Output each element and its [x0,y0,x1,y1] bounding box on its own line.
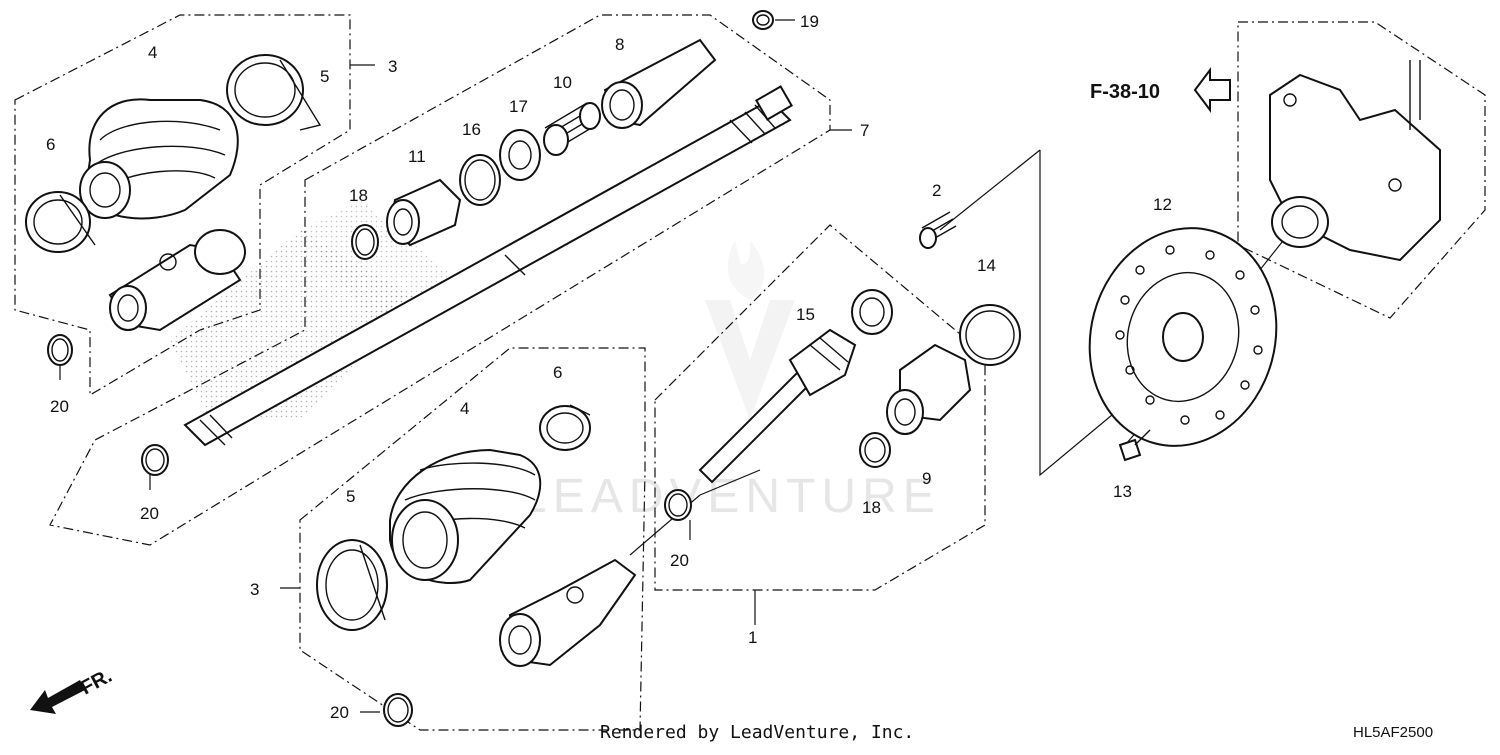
callout-4-upper[interactable]: 4 [148,43,157,62]
callout-13[interactable]: 13 [1113,482,1132,501]
shaft-assembly-box [49,14,831,546]
leader-line [1039,150,1131,477]
callout-5-lower[interactable]: 5 [346,487,355,506]
collar-15 [851,289,893,335]
bearing-17 [499,129,541,181]
watermark-logo [705,240,795,420]
boot-kit-box-upper [14,14,351,397]
callout-17[interactable]: 17 [509,97,528,116]
callout-10[interactable]: 10 [553,73,572,92]
callout-14[interactable]: 14 [977,256,996,275]
outer-boot-lower [389,448,542,585]
cv-joint-lower [499,558,637,667]
leader-line [699,469,761,496]
inner-joint-box [654,224,986,591]
callout-16[interactable]: 16 [462,120,481,139]
callout-7[interactable]: 7 [860,121,869,140]
callout-4-lower[interactable]: 4 [460,399,469,418]
callout-20-c[interactable]: 20 [670,551,689,570]
ring-20-a [47,334,73,366]
boot-band-lower-small [539,404,591,451]
callout-2[interactable]: 2 [932,181,941,200]
boot-band-upper-large [226,54,322,131]
boot-band-upper-small [25,191,96,253]
boot-8 [601,38,717,129]
callout-8[interactable]: 8 [615,35,624,54]
reference-label[interactable]: F-38-10 [1090,81,1160,103]
boot-kit-box-lower [299,347,646,731]
callout-18-upper[interactable]: 18 [349,186,368,205]
callout-3-lower[interactable]: 3 [250,580,259,599]
callout-12[interactable]: 12 [1153,195,1172,214]
leader-line [939,149,1041,231]
callout-numbers: 1 2 3 3 4 4 5 5 6 6 7 8 9 10 11 12 13 14… [46,12,1172,722]
footer-credit: Rendered by LeadVenture, Inc. [600,722,914,743]
callout-1[interactable]: 1 [748,628,757,647]
o-ring-14 [959,304,1021,366]
callout-9[interactable]: 9 [922,469,931,488]
reference-arrow-icon [1193,67,1231,113]
ring-20-c [664,489,692,521]
front-marker-label: FR. [77,665,116,700]
front-direction-marker: FR. [30,665,116,714]
callout-15[interactable]: 15 [796,305,815,324]
o-ring-16 [459,154,501,206]
callout-6-upper[interactable]: 6 [46,135,55,154]
front-arrow-icon [30,680,85,714]
callout-11[interactable]: 11 [408,147,426,166]
callout-6-lower[interactable]: 6 [553,363,562,382]
outer-boot-upper [79,98,239,220]
clip-18-lower [859,432,891,468]
clip-18-upper [351,224,379,260]
diagram-code: HL5AF2500 [1353,724,1433,741]
callout-19[interactable]: 19 [800,12,819,31]
cv-joint-upper [108,229,246,332]
inner-shaft-1 [698,328,857,484]
joint-11 [386,178,462,247]
ring-20-d [383,693,413,727]
drive-shaft [183,85,793,447]
ring-19 [752,10,774,30]
spring-10 [543,102,601,156]
brake-disc-12 [1088,227,1278,447]
knuckle-box [1237,21,1486,319]
spring-2 [919,211,957,249]
callout-20-a[interactable]: 20 [50,397,69,416]
callout-20-d[interactable]: 20 [330,703,349,722]
callout-3-upper[interactable]: 3 [388,57,397,76]
ring-20-b [141,444,169,476]
callout-20-b[interactable]: 20 [140,504,159,523]
callout-5-upper[interactable]: 5 [320,67,329,86]
bolt-13 [1118,429,1151,462]
boot-band-lower-large [316,539,388,631]
callout-18-lower[interactable]: 18 [862,498,881,517]
watermark-text: LEADVENTURE [520,470,941,523]
knuckle-hub [1269,60,1441,262]
joint-9 [886,343,972,435]
